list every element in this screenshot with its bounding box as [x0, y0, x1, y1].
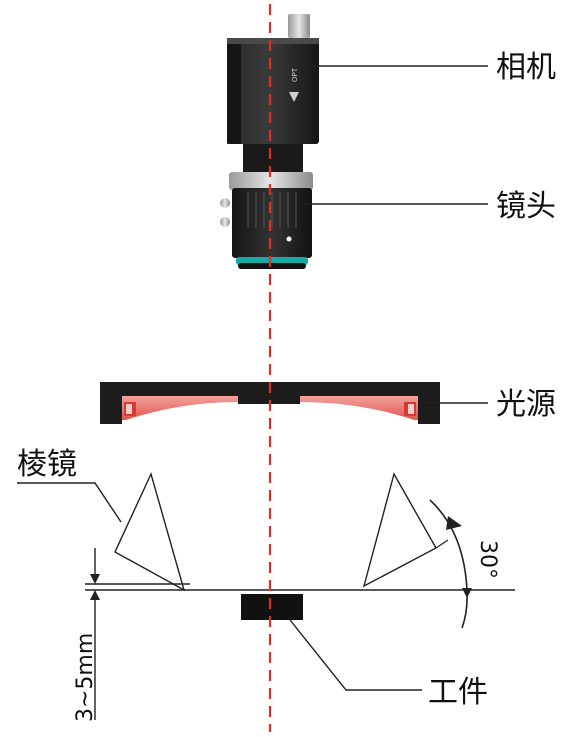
- arrow-down-icon: [90, 574, 100, 584]
- lens: [220, 172, 313, 269]
- camera-label: 相机: [496, 50, 556, 85]
- prism-left: [114, 471, 186, 592]
- prism-right: [362, 472, 437, 588]
- led-right-inner: [408, 404, 414, 414]
- lens-label: 镜头: [496, 189, 556, 224]
- light-source-housing: [100, 382, 440, 424]
- arrow-up-icon: [90, 590, 100, 600]
- brand-text: OPT: [291, 67, 299, 82]
- camera-mount: [243, 144, 303, 172]
- light-glow-left: [122, 396, 238, 420]
- prism-label: 棱镜: [17, 447, 77, 482]
- light-source-label: 光源: [496, 387, 556, 422]
- camera-connector: [288, 14, 310, 38]
- lens-focus-grip: [247, 192, 297, 228]
- light-glow-right: [300, 396, 418, 420]
- camera: OPT: [227, 14, 319, 172]
- camera-body: [227, 38, 319, 144]
- angle-dimension: [429, 499, 472, 629]
- camera-top-edge: [227, 38, 319, 44]
- workpiece: [241, 594, 303, 620]
- brand-logo-icon: [289, 92, 299, 102]
- distance-dimension: [85, 548, 190, 720]
- arrow-angle-bottom-icon: [462, 588, 472, 598]
- lens-lock-screw-icon: [220, 198, 230, 208]
- lens-mark-dot: [286, 236, 292, 242]
- center-aperture-block: [238, 394, 300, 404]
- arrow-angle-top-icon: [446, 516, 462, 530]
- lens-silver-ring: [229, 172, 313, 190]
- camera-side-face: [227, 38, 241, 144]
- leader-prism: [17, 482, 122, 523]
- lens-front: [238, 263, 306, 269]
- workpiece-label: 工件: [428, 675, 488, 710]
- angle-label: 30°: [475, 540, 500, 579]
- lens-lock-screw-icon: [220, 217, 230, 227]
- led-left-inner: [126, 404, 132, 414]
- leader-workpiece: [289, 619, 422, 691]
- angle-arc: [429, 499, 468, 629]
- light-source: [100, 382, 440, 424]
- distance-label: 3~5mm: [73, 633, 98, 722]
